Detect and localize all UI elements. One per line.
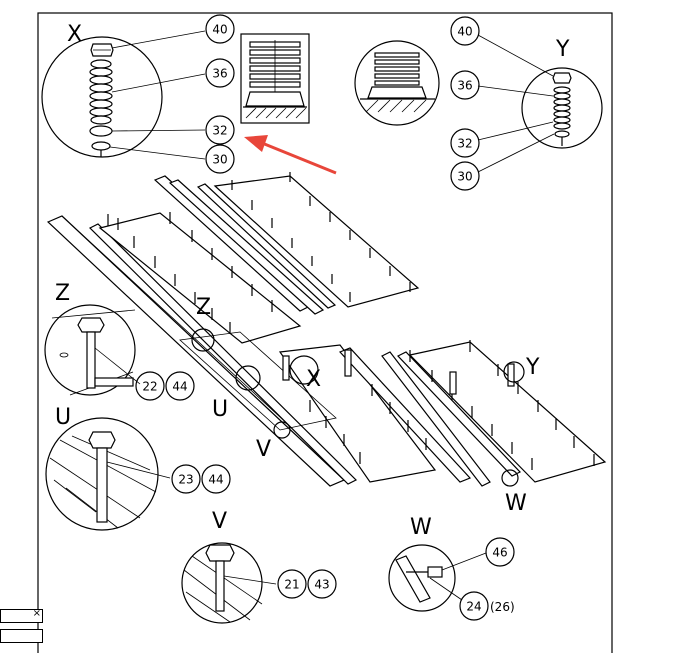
callout-x-36: 36 — [212, 67, 227, 81]
assembly-letter-z: Z — [196, 295, 211, 320]
callout-y-32: 32 — [457, 137, 472, 151]
callout-z-22: 22 — [142, 380, 157, 394]
callout-x-40: 40 — [212, 23, 227, 37]
detail-u: U 23 44 — [45, 405, 231, 531]
board-middle — [278, 344, 437, 483]
mini-window-field[interactable] — [0, 629, 43, 643]
zoom-marker-v — [273, 421, 291, 439]
assembly-letter-x: X — [306, 367, 321, 392]
assembly-letter-y: Y — [525, 355, 540, 380]
page-frame — [37, 12, 613, 653]
callout-y-40: 40 — [457, 25, 472, 39]
close-icon[interactable]: × — [32, 608, 41, 619]
callout-w-46: 46 — [492, 546, 507, 560]
spring-stack-x — [89, 59, 113, 157]
detail-u-letter: U — [55, 405, 71, 430]
zoom-marker-x — [289, 355, 319, 385]
callout-y-30: 30 — [457, 170, 472, 184]
inset-spring-section — [240, 33, 310, 124]
callout-w-24: 24 — [466, 600, 481, 614]
detail-w-letter: W — [410, 515, 432, 540]
zoom-marker-y — [503, 361, 525, 383]
callout-u-44: 44 — [208, 473, 223, 487]
callout-x-30: 30 — [212, 153, 227, 167]
callout-x-32: 32 — [212, 124, 227, 138]
mini-window-widget: × — [0, 608, 44, 653]
detail-x: X 40 36 32 30 — [41, 14, 235, 174]
red-arrow-icon — [244, 135, 337, 175]
board-right — [408, 341, 607, 483]
detail-x-letter: X — [67, 22, 82, 47]
zoom-marker-u — [235, 365, 261, 391]
mini-window-titlebar[interactable]: × — [0, 608, 43, 623]
board-left — [98, 212, 302, 344]
detail-v-letter: V — [212, 509, 227, 534]
assembly-letter-w: W — [505, 491, 527, 516]
detail-y: Y 40 36 32 30 — [450, 16, 603, 191]
zoom-marker-z — [191, 328, 215, 352]
circle-spring-section — [354, 40, 440, 126]
detail-z: Z 22 44 — [44, 281, 195, 401]
bed-frame-assembly: Z U X V Y W — [46, 172, 607, 516]
callout-v-43: 43 — [314, 578, 329, 592]
callout-w-26: (26) — [490, 600, 515, 614]
callout-u-23: 23 — [178, 473, 193, 487]
zoom-marker-w — [501, 469, 519, 487]
callout-y-36: 36 — [457, 79, 472, 93]
detail-w: W 46 24 (26) — [388, 515, 515, 621]
detail-v: V 21 43 — [181, 509, 337, 624]
detail-y-letter: Y — [555, 37, 570, 62]
assembly-springs — [282, 349, 515, 395]
assembly-letter-u: U — [212, 397, 228, 422]
callout-z-44: 44 — [172, 380, 187, 394]
board-upper — [213, 175, 420, 308]
detail-z-letter: Z — [55, 281, 70, 306]
callout-v-21: 21 — [284, 578, 299, 592]
assembly-letter-v: V — [256, 437, 271, 462]
